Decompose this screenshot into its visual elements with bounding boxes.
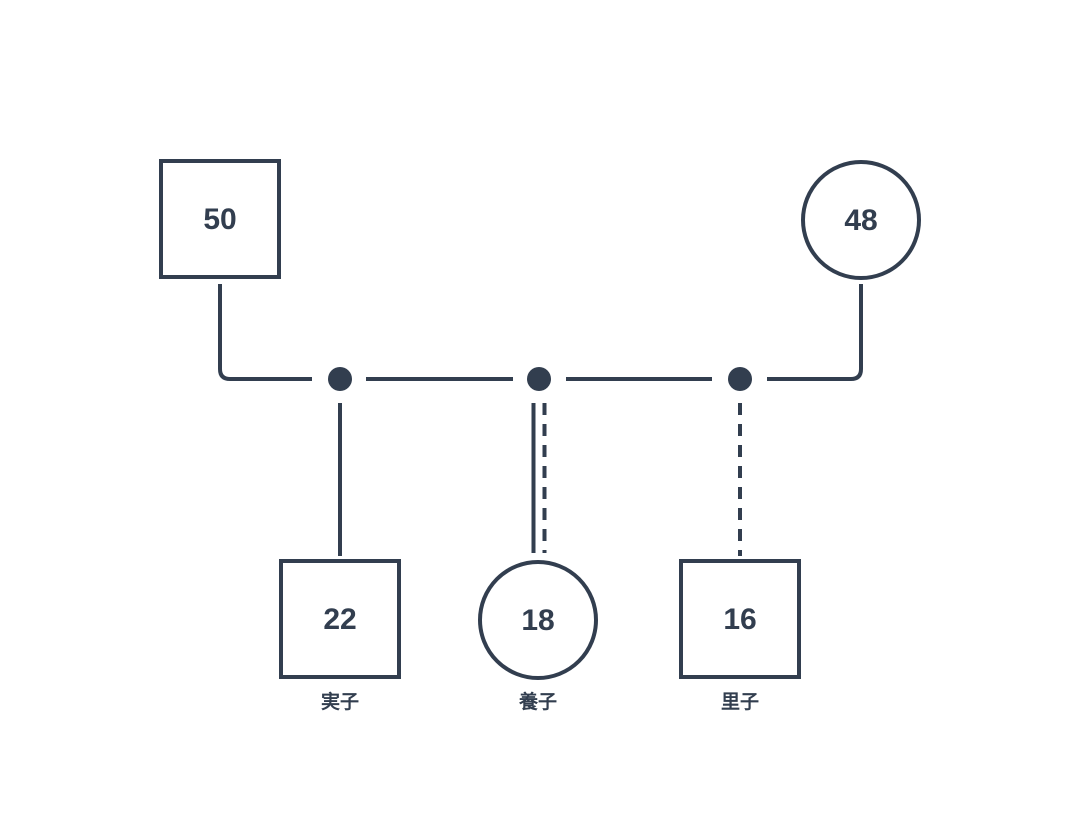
child-2-relationship-label: 養子 [518,690,557,713]
junction-dot-child-1 [328,367,352,391]
mother-connector-elbow [767,284,863,381]
female-circle-shape[interactable] [478,560,598,680]
child-1-relationship-label: 実子 [321,690,359,713]
junction-dot-child-2 [527,367,551,391]
person-node-child-adopted[interactable]: 18 [478,560,598,680]
person-node-mother[interactable]: 48 [801,160,921,280]
person-node-child-foster[interactable]: 16 [679,559,801,679]
male-square-shape[interactable] [279,559,401,679]
person-node-father[interactable]: 50 [159,159,281,279]
child-3-age: 16 [723,603,756,636]
male-square-shape[interactable] [679,559,801,679]
person-node-child-biological[interactable]: 22 [279,559,401,679]
mother-age: 48 [844,204,877,237]
child-2-age: 18 [521,604,554,637]
child-1-age: 22 [323,603,356,636]
father-age: 50 [203,203,236,236]
child-3-relationship-label: 里子 [721,691,759,713]
male-square-shape[interactable] [159,159,281,279]
female-circle-shape[interactable] [801,160,921,280]
father-connector-elbow [218,284,312,381]
junction-dot-child-3 [728,367,752,391]
